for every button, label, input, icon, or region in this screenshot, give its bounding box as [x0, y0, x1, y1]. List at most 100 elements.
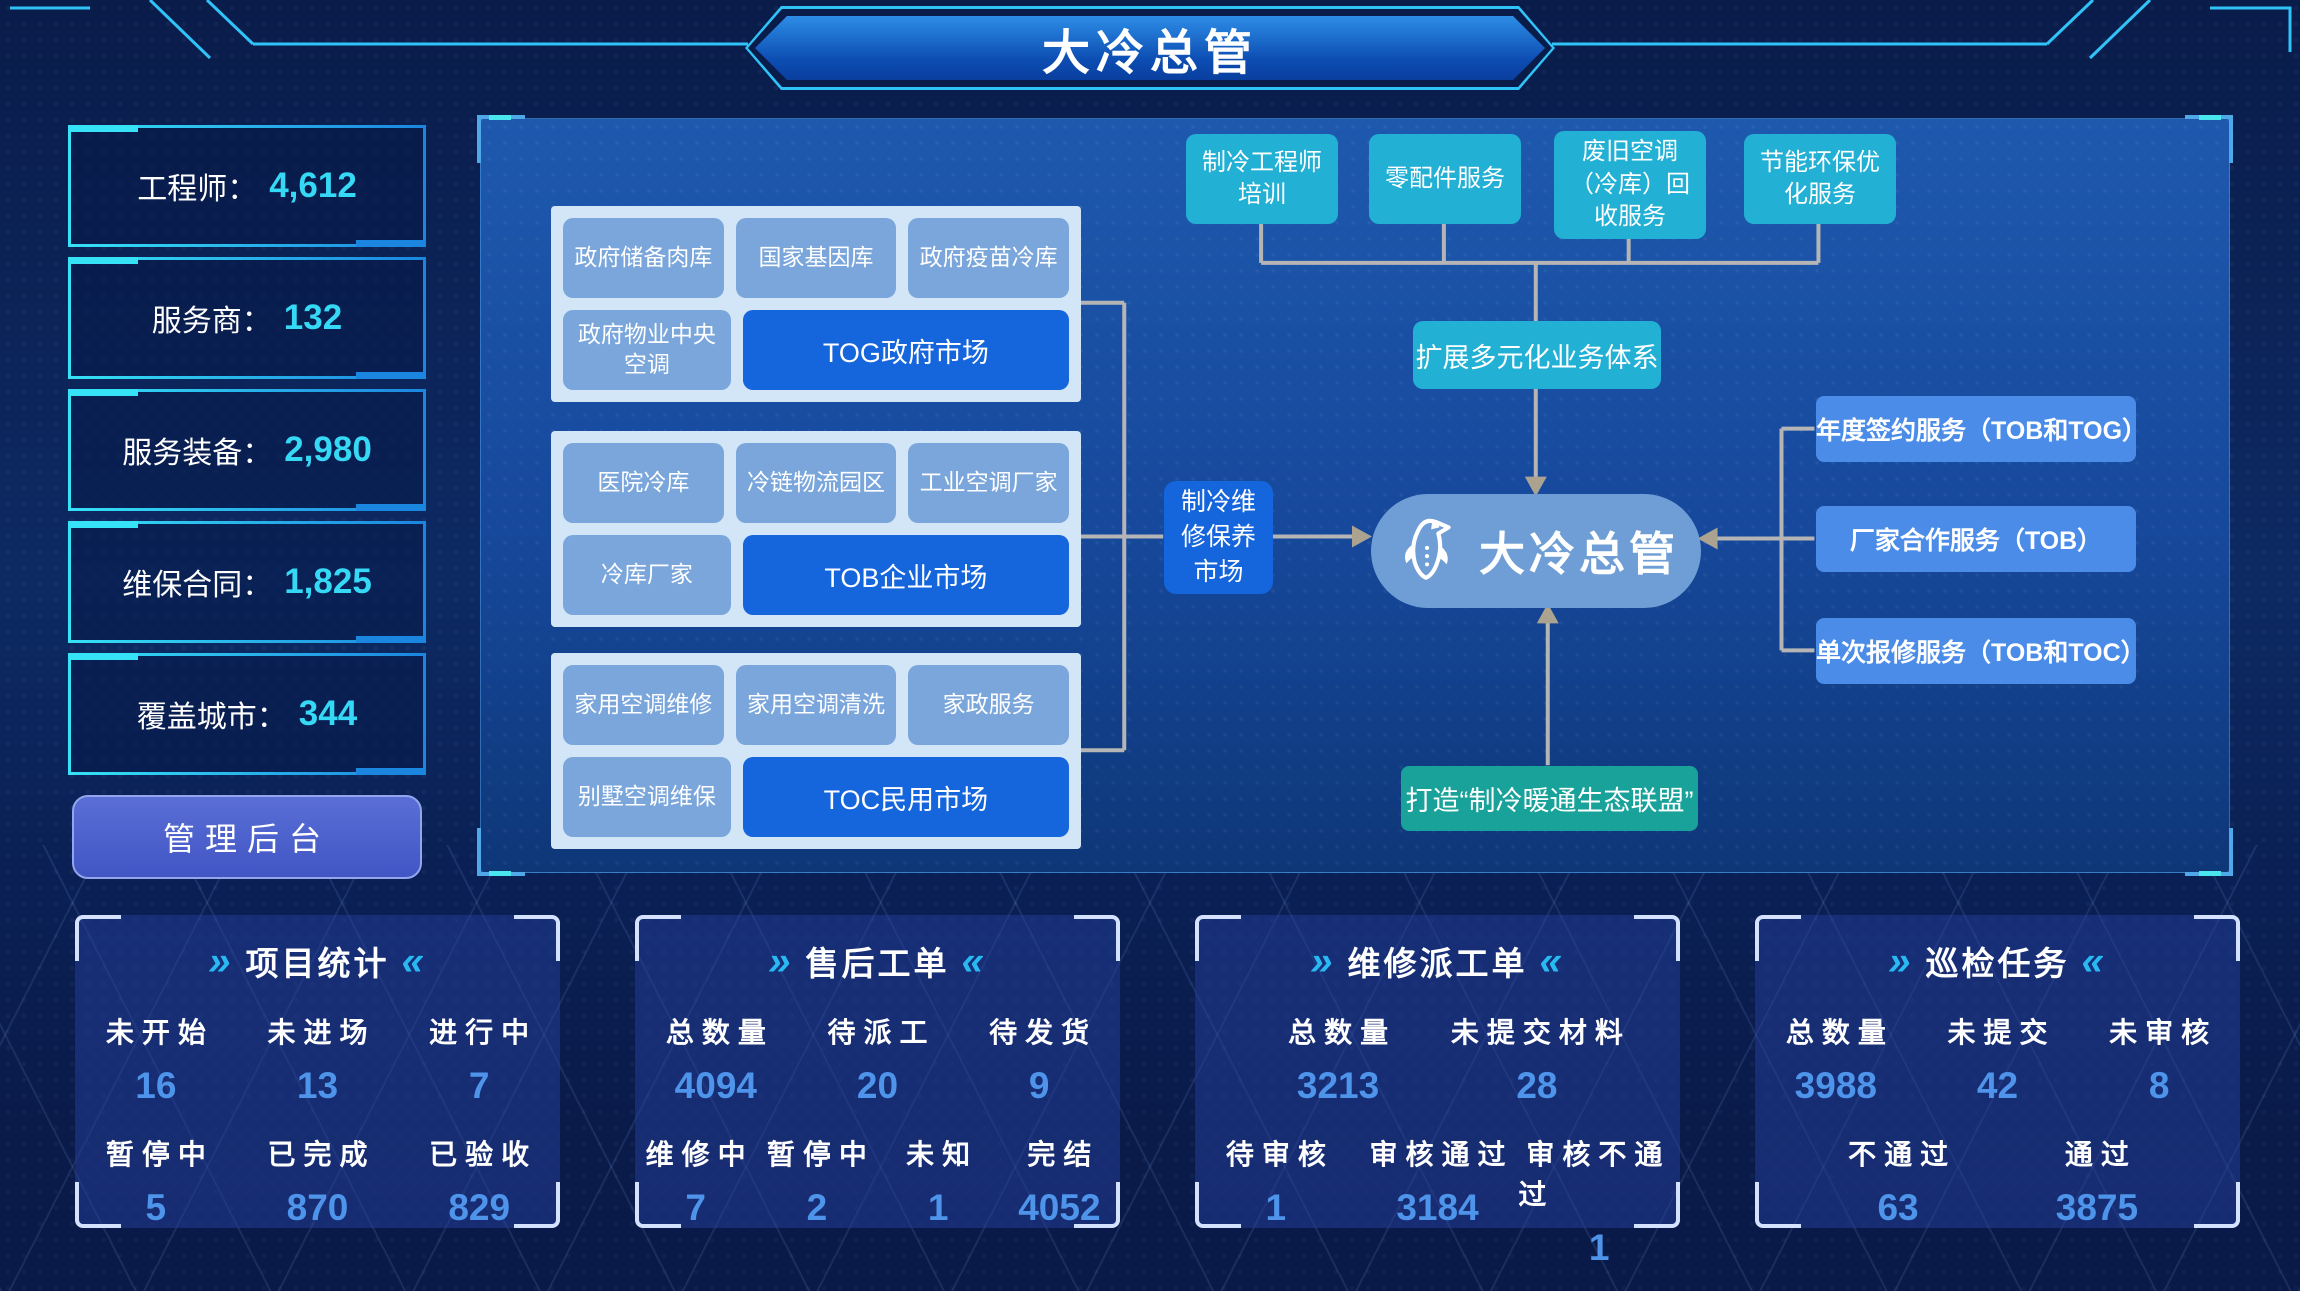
chevron-left-icon: «: [2081, 939, 2107, 983]
group-item: 别墅空调维保: [563, 757, 731, 837]
connector-lines: [1080, 218, 1821, 766]
card-title: » 售后工单 «: [768, 939, 987, 983]
group-item: 家用空调清洗: [735, 665, 897, 745]
right-service-annual: 年度签约服务（TOB和TOG）: [1816, 396, 2147, 462]
stat-box-providers: 服务商： 132: [68, 257, 426, 379]
central-hub: 大冷总管: [1371, 494, 1701, 608]
group-item: 政府储备肉库: [563, 218, 724, 298]
title-banner: 大冷总管: [745, 6, 1555, 90]
panel-corner: [477, 115, 525, 163]
stat-value: 1,825: [284, 562, 372, 601]
group-item: 冷库厂家: [563, 535, 731, 615]
group-item: 家政服务: [908, 665, 1070, 745]
chevron-right-icon: »: [1888, 939, 1914, 983]
stat-value: 4,612: [269, 166, 357, 205]
page-title: 大冷总管: [1041, 27, 1258, 80]
stat-box-contracts: 维保合同： 1,825: [68, 521, 426, 643]
stat-value: 344: [298, 694, 358, 733]
stat-label: 工程师：: [137, 173, 258, 206]
stat-box-engineers: 工程师： 4,612: [68, 125, 426, 247]
card-title: » 巡检任务 «: [1888, 939, 2107, 983]
group-item: 政府物业中央空调: [563, 310, 731, 390]
chevron-left-icon: «: [961, 939, 987, 983]
admin-backend-button[interactable]: 管理后台: [72, 795, 422, 879]
expand-business-box: 扩展多元化业务体系: [1413, 321, 1661, 389]
stat-value: 2,980: [284, 430, 372, 469]
group-item: 冷链物流园区: [735, 443, 897, 523]
stat-label: 维保合同：: [122, 569, 273, 602]
service-box-energy: 节能环保优化服务: [1744, 134, 1896, 224]
market-group-tog: 政府储备肉库 国家基因库 政府疫苗冷库 政府物业中央空调 TOG政府市场: [551, 206, 1081, 402]
market-group-tob: 医院冷库 冷链物流园区 工业空调厂家 冷库厂家 TOB企业市场: [551, 431, 1081, 627]
market-box-tob: TOB企业市场: [742, 535, 1069, 615]
panel-corner: [2185, 828, 2233, 876]
service-box-training: 制冷工程师培训: [1186, 134, 1338, 224]
service-box-recycle: 废旧空调（冷库）回收服务: [1554, 131, 1706, 239]
group-item: 政府疫苗冷库: [908, 218, 1070, 298]
group-item: 工业空调厂家: [908, 443, 1070, 523]
alliance-box: 打造“制冷暖通生态联盟”: [1401, 766, 1698, 831]
chevron-right-icon: »: [1310, 939, 1336, 983]
chevron-right-icon: »: [208, 939, 234, 983]
market-box-tog: TOG政府市场: [742, 310, 1069, 390]
panel-corner: [2185, 115, 2233, 163]
diagram-panel: 制冷工程师培训 零配件服务 废旧空调（冷库）回收服务 节能环保优化服务 扩展多元…: [477, 115, 2233, 876]
market-group-toc: 家用空调维修 家用空调清洗 家政服务 别墅空调维保 TOC民用市场: [551, 653, 1081, 849]
stat-label: 服务商：: [151, 305, 272, 338]
stat-label: 服务装备：: [122, 437, 273, 470]
maintenance-market-box: 制冷维修保养市场: [1164, 481, 1273, 594]
penguin-icon: [1404, 518, 1451, 580]
group-item: 医院冷库: [563, 443, 724, 523]
chevron-left-icon: «: [401, 939, 427, 983]
group-item: 国家基因库: [735, 218, 897, 298]
card-title: » 项目统计 «: [208, 939, 427, 983]
central-hub-label: 大冷总管: [1479, 528, 1679, 580]
stat-value: 132: [283, 298, 343, 337]
stat-label: 覆盖城市：: [136, 701, 287, 734]
stat-box-equipment: 服务装备： 2,980: [68, 389, 426, 511]
panel-corner: [477, 828, 525, 876]
service-box-parts: 零配件服务: [1369, 134, 1521, 224]
card-title: » 维修派工单 «: [1310, 939, 1565, 983]
chevron-left-icon: «: [1539, 939, 1565, 983]
chevron-right-icon: »: [768, 939, 794, 983]
stat-box-cities: 覆盖城市： 344: [68, 653, 426, 775]
right-service-factory: 厂家合作服务（TOB）: [1816, 506, 2136, 572]
group-item: 家用空调维修: [563, 665, 724, 745]
right-service-single: 单次报修服务（TOB和TOC）: [1816, 618, 2146, 684]
market-box-toc: TOC民用市场: [742, 757, 1069, 837]
